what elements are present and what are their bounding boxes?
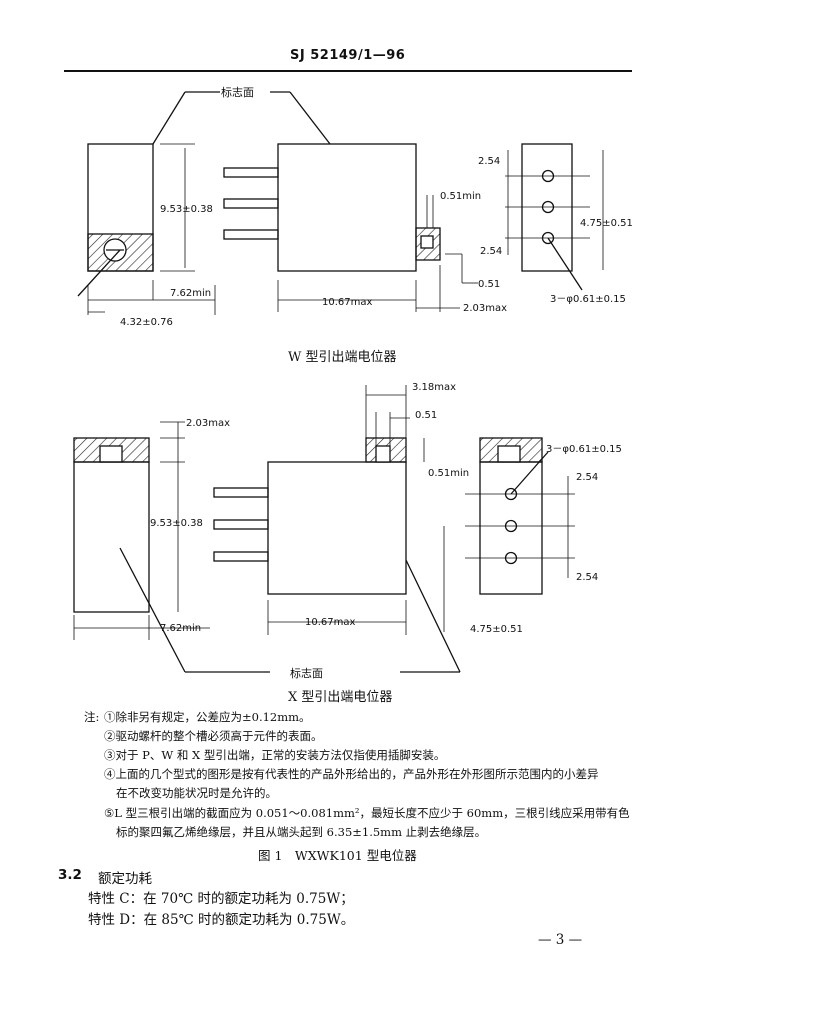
w-dim-2-03: 2.03max: [463, 303, 507, 314]
w-marking-face-label: 标志面: [221, 85, 254, 99]
note-5-line-1: ⑤L 型三根引出端的截面应为 0.051～0.081mm²，最短长度不应少于 6…: [104, 806, 630, 820]
x-figure-caption: X 型引出端电位器: [288, 690, 393, 705]
characteristic-d: 特性 D：在 85℃ 时的额定功耗为 0.75W。: [88, 912, 355, 928]
w-dim-10-67: 10.67max: [322, 297, 372, 308]
figure-1-caption: 图 1 WXWK101 型电位器: [258, 848, 417, 863]
x-dim-3-18: 3.18max: [412, 382, 456, 393]
x-dim-7-62: 7.62min: [160, 623, 201, 634]
note-4-line-2: 在不改变功能状况时是允许的。: [116, 786, 277, 800]
x-dim-height: 9.53±0.38: [150, 518, 203, 529]
technical-drawing: 标志面 9.53±0.38 7.62min 4.32±0.76 10.67max…: [73, 85, 633, 680]
x-dim-2-03: 2.03max: [186, 418, 230, 429]
w-dim-2-54-top: 2.54: [478, 156, 500, 167]
x-dim-0-51min: 0.51min: [428, 468, 469, 479]
x-dim-4-75: 4.75±0.51: [470, 624, 523, 635]
note-3: ③对于 P、W 和 X 型引出端，正常的安装方法仅指使用插脚安装。: [104, 748, 446, 762]
note-1: ①除非另有规定，公差应为±0.12mm。: [104, 710, 311, 724]
x-side-view: [73, 421, 270, 673]
w-dim-7-62: 7.62min: [170, 288, 211, 299]
w-figure-caption: W 型引出端电位器: [288, 350, 397, 365]
w-side-view: [77, 91, 220, 315]
x-dim-holes: 3－φ0.61±0.15: [546, 444, 622, 455]
section-title: 额定功耗: [98, 871, 152, 887]
note-2: ②驱动螺杆的整个槽必须高于元件的表面。: [104, 729, 323, 743]
header-rule: [64, 70, 632, 72]
w-dim-0-51: 0.51: [478, 279, 500, 290]
w-dim-2-54-bottom: 2.54: [480, 246, 502, 257]
page-number: — 3 —: [538, 932, 583, 948]
x-dim-2-54-bottom: 2.54: [576, 572, 598, 583]
notes-prefix: 注:: [84, 710, 100, 724]
x-dim-0-51: 0.51: [415, 410, 437, 421]
section-number: 3.2: [58, 867, 82, 883]
note-4-line-1: ④上面的几个型式的图形是按有代表性的产品外形给出的，产品外形在外形图所示范围内的…: [104, 767, 599, 781]
note-5-line-2: 标的聚四氟乙烯绝缘层，并且从端头起到 6.35±1.5mm 止剥去绝缘层。: [116, 825, 487, 839]
w-dim-4-75: 4.75±0.51: [580, 218, 633, 229]
w-dim-0-51min: 0.51min: [440, 191, 481, 202]
w-dim-4-32: 4.32±0.76: [120, 317, 173, 328]
x-end-view: [443, 437, 575, 632]
x-dim-10-67: 10.67max: [305, 617, 355, 628]
characteristic-c: 特性 C：在 70℃ 时的额定功耗为 0.75W；: [88, 891, 354, 907]
w-dim-holes: 3－φ0.61±0.15: [550, 294, 626, 305]
document-number: SJ 52149/1—96: [290, 48, 406, 63]
x-front-view: [213, 385, 461, 673]
x-marking-face-label: 标志面: [290, 666, 323, 680]
w-dim-height: 9.53±0.38: [160, 204, 213, 215]
w-front-view: [223, 91, 478, 312]
x-dim-2-54-top: 2.54: [576, 472, 598, 483]
w-end-view: [505, 143, 604, 291]
